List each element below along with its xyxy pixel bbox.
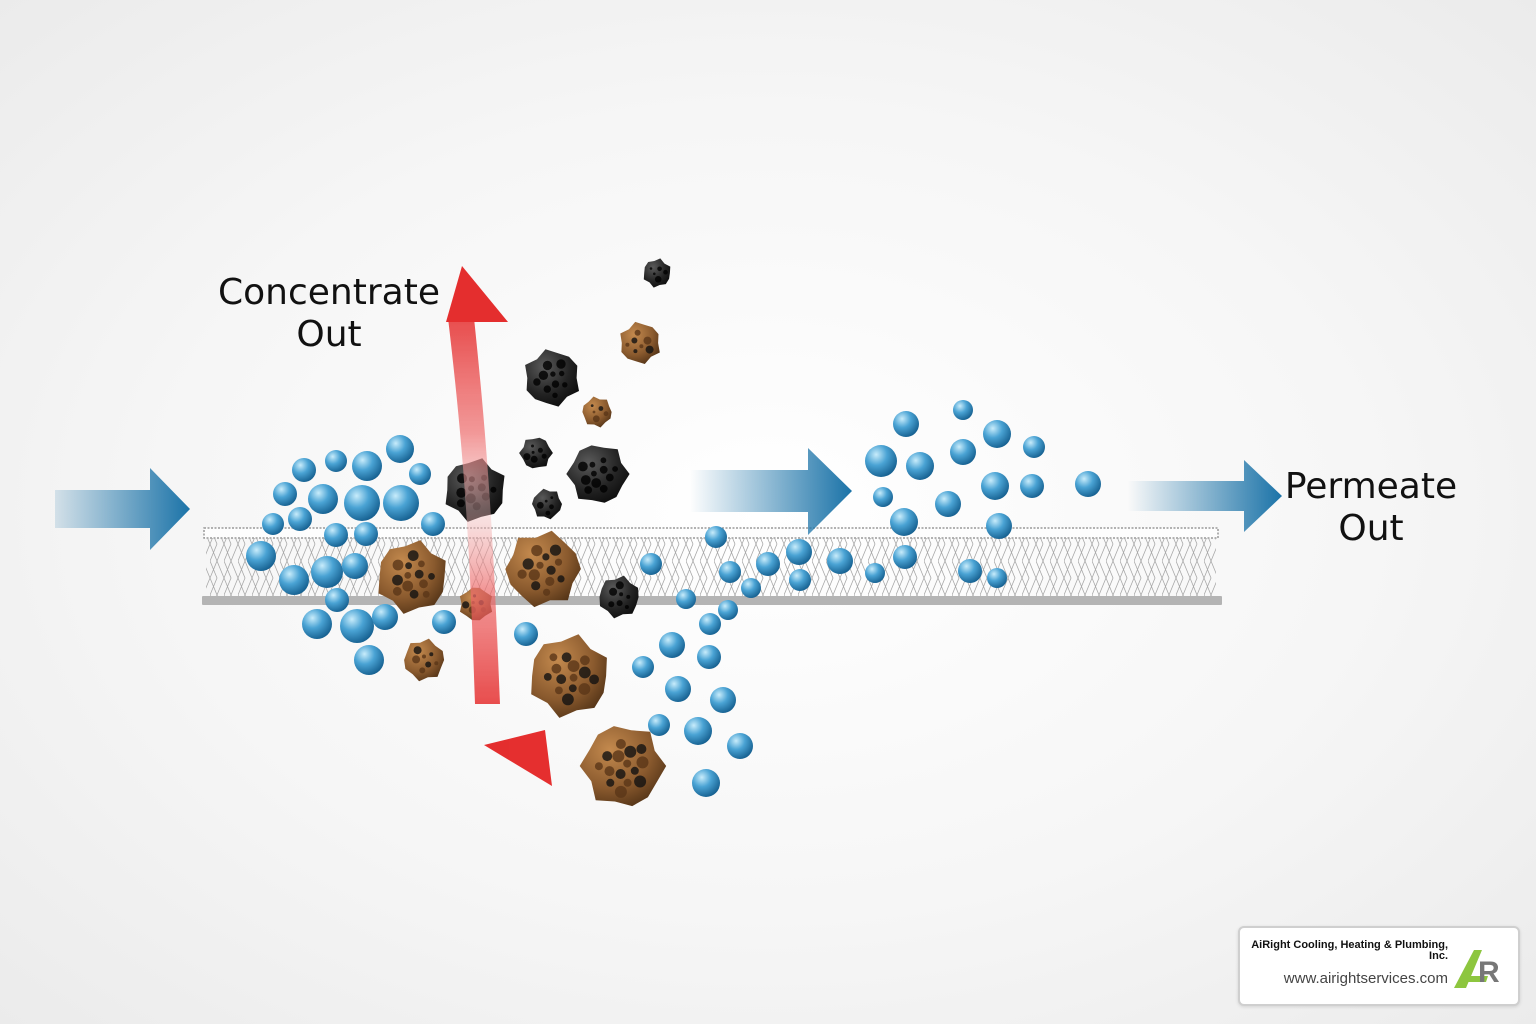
water-molecule: [983, 420, 1011, 448]
water-molecule: [890, 508, 918, 536]
water-molecule: [718, 600, 738, 620]
water-molecule: [311, 556, 343, 588]
particles: [246, 258, 1101, 807]
water-molecule: [279, 565, 309, 595]
water-molecule: [659, 632, 685, 658]
water-molecule: [292, 458, 316, 482]
concentrate-out-label: Concentrate Out: [218, 272, 440, 355]
water-molecule: [705, 526, 727, 548]
water-molecule: [409, 463, 431, 485]
water-molecule: [935, 491, 961, 517]
water-molecule: [324, 523, 348, 547]
water-molecule: [432, 610, 456, 634]
sediment-particle-brown: [579, 726, 667, 807]
water-molecule: [354, 645, 384, 675]
airight-logo-icon: R: [1454, 950, 1500, 989]
water-molecule: [987, 568, 1007, 588]
water-molecule: [386, 435, 414, 463]
water-molecule: [1023, 436, 1045, 458]
water-molecule: [676, 589, 696, 609]
company-name: AiRight Cooling, Heating & Plumbing, Inc…: [1251, 939, 1448, 962]
sediment-particle-brown: [404, 638, 445, 682]
water-molecule: [741, 578, 761, 598]
svg-text:R: R: [1478, 956, 1500, 989]
water-molecule: [950, 439, 976, 465]
sediment-particle-black: [532, 488, 562, 520]
water-molecule: [789, 569, 811, 591]
water-molecule: [514, 622, 538, 646]
sediment-particle-brown: [378, 540, 446, 614]
water-molecule: [873, 487, 893, 507]
water-molecule: [372, 604, 398, 630]
water-molecule: [697, 645, 721, 669]
water-molecule: [865, 563, 885, 583]
water-molecule: [383, 485, 419, 521]
water-molecule: [352, 451, 382, 481]
water-molecule: [246, 541, 276, 571]
water-molecule: [421, 512, 445, 536]
permeate-out-arrow: [1128, 460, 1282, 532]
water-molecule: [340, 609, 374, 643]
water-molecule: [893, 545, 917, 569]
water-molecule: [288, 507, 312, 531]
water-molecule: [342, 553, 368, 579]
sediment-particle-black: [519, 437, 553, 469]
water-molecule: [719, 561, 741, 583]
water-molecule: [727, 733, 753, 759]
water-molecule: [981, 472, 1009, 500]
water-molecule: [273, 482, 297, 506]
water-molecule: [893, 411, 919, 437]
water-molecule: [262, 513, 284, 535]
sediment-particle-brown: [582, 396, 612, 428]
water-molecule: [827, 548, 853, 574]
brand-card: AiRight Cooling, Heating & Plumbing, Inc…: [1238, 926, 1520, 1006]
website-link[interactable]: www.airightservices.com: [1283, 970, 1448, 987]
water-molecule: [986, 513, 1012, 539]
water-molecule: [325, 450, 347, 472]
water-molecule: [786, 539, 812, 565]
water-molecule: [648, 714, 670, 736]
water-molecule: [958, 559, 982, 583]
water-molecule: [953, 400, 973, 420]
sediment-particle-black: [599, 575, 639, 619]
water-molecule: [756, 552, 780, 576]
water-molecule: [699, 613, 721, 635]
water-molecule: [710, 687, 736, 713]
water-molecule: [632, 656, 654, 678]
water-molecule: [865, 445, 897, 477]
water-molecule: [692, 769, 720, 797]
water-molecule: [325, 588, 349, 612]
water-molecule: [1020, 474, 1044, 498]
water-molecule: [344, 485, 380, 521]
water-molecule: [906, 452, 934, 480]
sediment-particle-black: [643, 258, 671, 288]
concentrate-arrow: [446, 266, 552, 786]
mid-flow-arrow: [690, 448, 852, 535]
water-molecule: [640, 553, 662, 575]
sediment-particle-black: [525, 349, 579, 407]
permeate-out-label: Permeate Out: [1284, 466, 1458, 549]
water-molecule: [665, 676, 691, 702]
water-molecule: [1075, 471, 1101, 497]
sediment-particle-brown: [620, 321, 660, 364]
water-molecule: [354, 522, 378, 546]
water-molecule: [684, 717, 712, 745]
water-molecule: [308, 484, 338, 514]
sediment-particle-brown: [531, 634, 607, 718]
sediment-particle-black: [566, 445, 630, 503]
feed-in-arrow: [55, 468, 190, 550]
sediment-particle-brown: [505, 530, 581, 608]
water-molecule: [302, 609, 332, 639]
